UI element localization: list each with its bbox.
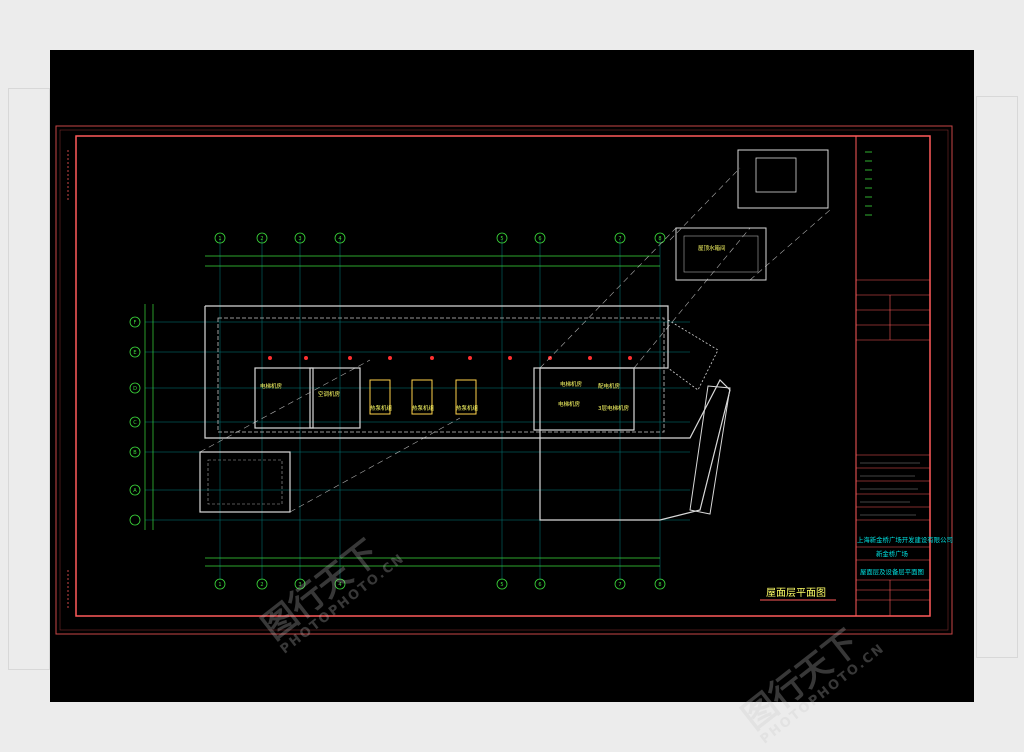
ramp-hatch bbox=[667, 319, 719, 391]
grid-label-top: 3 bbox=[298, 236, 301, 242]
title-block-text: 上海新金桥广场开发建设有限公司 新金桥广场 屋面层及设备层平面图 bbox=[857, 535, 953, 576]
lower-right-wing bbox=[539, 378, 731, 521]
label-unit-a: 热泵机组 bbox=[370, 404, 393, 412]
label-distribution-room: 配电机房 bbox=[598, 382, 621, 390]
legend-lines bbox=[865, 151, 872, 216]
ghost-frame-left bbox=[8, 88, 50, 670]
grid-label-top: 2 bbox=[260, 582, 263, 588]
label-unit-b: 热泵机组 bbox=[412, 404, 435, 412]
grid-label-top: 7 bbox=[618, 236, 621, 242]
company-name: 上海新金桥广场开发建设有限公司 bbox=[857, 535, 953, 544]
title-block bbox=[855, 135, 931, 617]
sheet-title: 屋面层及设备层平面图 bbox=[860, 567, 924, 576]
grid-label-top: 2 bbox=[260, 236, 263, 242]
building-walls bbox=[204, 305, 669, 439]
tank-room-detail bbox=[675, 227, 767, 281]
label-ac-machine-room: 空调机房 bbox=[318, 390, 341, 398]
grid-label-left: F bbox=[134, 320, 137, 326]
label-elevator-room-4: 3层电梯机房 bbox=[598, 404, 629, 412]
grid-label-left: B bbox=[133, 450, 137, 456]
cad-drawing-canvas: 屋顶水箱间 空调机房 电梯机房 热泵机组 热泵机组 热泵机组 电梯机房 配电机房… bbox=[50, 50, 974, 747]
grid-label-top: 6 bbox=[538, 236, 541, 242]
grid-label-top: 4 bbox=[338, 236, 341, 242]
outer-frame bbox=[55, 125, 953, 635]
title-block-notes bbox=[860, 462, 920, 516]
grid-bubbles bbox=[129, 232, 666, 590]
ghost-frame-right bbox=[976, 96, 1018, 658]
leader-lines bbox=[199, 167, 831, 513]
grid-label-left: C bbox=[133, 420, 137, 426]
grid-label-top: 3 bbox=[298, 582, 301, 588]
label-elevator-room-1: 电梯机房 bbox=[260, 382, 283, 390]
grid-label-top: 1 bbox=[218, 236, 221, 242]
project-name: 新金桥广场 bbox=[876, 549, 908, 558]
lower-left-room bbox=[199, 451, 291, 513]
grid-label-left: A bbox=[133, 488, 137, 494]
label-elevator-room-3: 电梯机房 bbox=[558, 400, 581, 408]
grid-label-left: E bbox=[133, 350, 136, 356]
right-slanted-block bbox=[689, 385, 731, 515]
grid-label-top: 1 bbox=[218, 582, 221, 588]
label-tank-room: 屋顶水箱间 bbox=[698, 244, 726, 252]
label-elevator-room-2: 电梯机房 bbox=[560, 380, 583, 388]
frame-thin bbox=[59, 129, 949, 631]
grid-label-top: 5 bbox=[500, 236, 503, 242]
grid-label-top: 6 bbox=[538, 582, 541, 588]
main-title: 屋面层平面图 bbox=[766, 587, 826, 599]
floor-plan-drawing: 屋顶水箱间 空调机房 电梯机房 热泵机组 热泵机组 热泵机组 电梯机房 配电机房… bbox=[55, 125, 953, 635]
dimension-lines bbox=[144, 255, 660, 567]
grid-label-top: 4 bbox=[338, 582, 341, 588]
grid-label-top: 8 bbox=[658, 582, 661, 588]
equipment-markers bbox=[268, 356, 632, 360]
grid-label-top: 5 bbox=[500, 582, 503, 588]
upper-detail bbox=[737, 149, 829, 209]
label-unit-c: 热泵机组 bbox=[456, 404, 479, 412]
grid-label-top: 8 bbox=[658, 236, 661, 242]
grid-label-left: D bbox=[133, 386, 137, 392]
grid-label-top: 7 bbox=[618, 582, 621, 588]
heat-pump-units bbox=[369, 379, 477, 415]
title-block-rows bbox=[856, 279, 930, 616]
room-labels: 屋顶水箱间 空调机房 电梯机房 热泵机组 热泵机组 热泵机组 电梯机房 配电机房… bbox=[260, 244, 726, 412]
